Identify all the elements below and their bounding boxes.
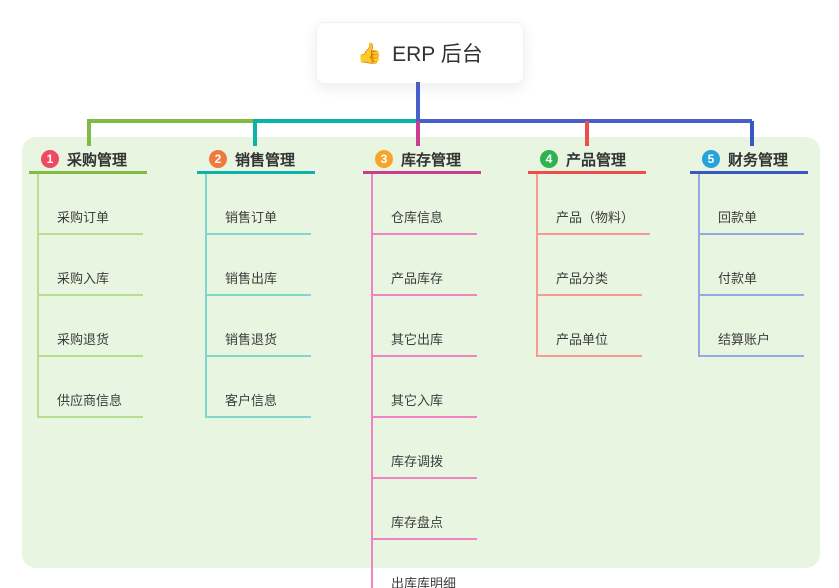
child-node[interactable]: 销售退货 [207,296,311,357]
child-node[interactable]: 产品（物料） [538,174,651,235]
branch-产品管理: 4 产品管理产品（物料）产品分类产品单位 [528,147,651,357]
child-node[interactable]: 销售订单 [207,174,311,235]
child-node[interactable]: 产品分类 [538,235,642,296]
branch-number-badge: 4 [540,150,558,168]
branch-children: 销售订单销售出库销售退货客户信息 [205,174,315,418]
connector-branch-drop [750,121,754,146]
child-node[interactable]: 库存调拨 [373,418,477,479]
root-title: ERP 后台 [392,43,483,66]
child-node[interactable]: 其它出库 [373,296,477,357]
branch-label: 财务管理 [728,151,789,169]
child-node[interactable]: 付款单 [700,235,804,296]
branch-库存管理: 3 库存管理仓库信息产品库存其它出库其它入库库存调拨库存盘点出库库明细 [363,147,481,588]
branch-children: 产品（物料）产品分类产品单位 [536,174,651,357]
branch-children: 回款单付款单结算账户 [698,174,808,357]
child-node[interactable]: 采购订单 [39,174,143,235]
connector-bus-segment [87,119,255,123]
connector-branch-drop [416,121,420,146]
branch-header[interactable]: 2 销售管理 [197,147,315,174]
connector-branch-drop [87,121,91,146]
branch-header[interactable]: 5 财务管理 [690,147,808,174]
thumbs-up-icon: 👍 [357,42,383,65]
child-node[interactable]: 客户信息 [207,357,311,418]
child-node[interactable]: 其它入库 [373,357,477,418]
branch-采购管理: 1 采购管理采购订单采购入库采购退货供应商信息 [29,147,147,418]
branch-number-badge: 3 [375,150,393,168]
branch-label: 产品管理 [566,151,627,169]
child-node[interactable]: 出库库明细 [373,540,477,588]
root-node[interactable]: 👍 ERP 后台 [316,22,524,84]
child-node[interactable]: 仓库信息 [373,174,477,235]
branch-number-badge: 2 [209,150,227,168]
branch-children: 采购订单采购入库采购退货供应商信息 [37,174,147,418]
child-node[interactable]: 采购退货 [39,296,143,357]
child-node[interactable]: 结算账户 [700,296,804,357]
branch-children: 仓库信息产品库存其它出库其它入库库存调拨库存盘点出库库明细 [371,174,481,588]
branch-label: 库存管理 [401,151,462,169]
child-node[interactable]: 采购入库 [39,235,143,296]
child-node[interactable]: 销售出库 [207,235,311,296]
branch-销售管理: 2 销售管理销售订单销售出库销售退货客户信息 [197,147,315,418]
connector-bus-segment [416,119,752,123]
branch-number-badge: 1 [41,150,59,168]
branch-财务管理: 5 财务管理回款单付款单结算账户 [690,147,808,357]
child-node[interactable]: 产品单位 [538,296,642,357]
branch-label: 销售管理 [235,151,296,169]
connector-root-stem [416,82,420,123]
branches-panel [22,137,820,568]
branch-header[interactable]: 3 库存管理 [363,147,481,174]
connector-bus-segment [253,119,418,123]
child-node[interactable]: 供应商信息 [39,357,143,418]
connector-branch-drop [585,121,589,146]
connector-branch-drop [253,121,257,146]
child-node[interactable]: 产品库存 [373,235,477,296]
branch-label: 采购管理 [67,151,128,169]
branch-header[interactable]: 4 产品管理 [528,147,646,174]
branch-header[interactable]: 1 采购管理 [29,147,147,174]
child-node[interactable]: 库存盘点 [373,479,477,540]
child-node[interactable]: 回款单 [700,174,804,235]
branch-number-badge: 5 [702,150,720,168]
